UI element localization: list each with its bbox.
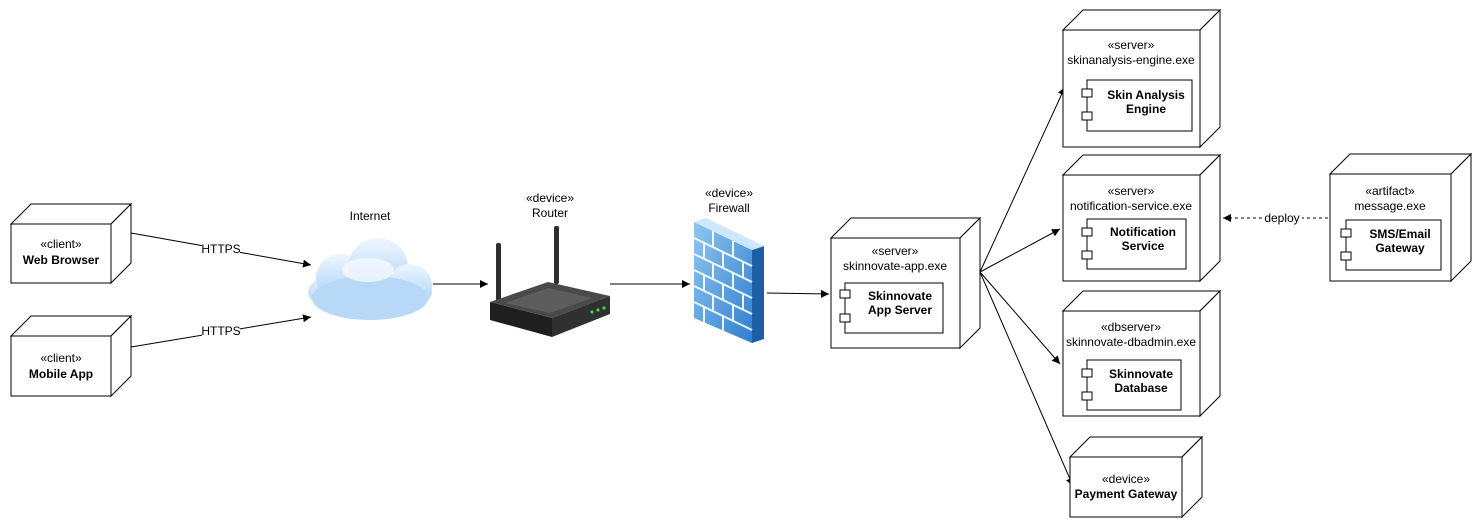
skin-engine-component[interactable]: Skin Analysis Engine [1081, 79, 1193, 132]
app-server-to-notification-edge [979, 228, 1061, 273]
component-icon [1081, 391, 1093, 401]
notification-name: notification-service.exe [1070, 199, 1192, 213]
mobile-app-node[interactable]: «client» Mobile App [9, 314, 133, 398]
dbserver-name: skinnovate-dbadmin.exe [1066, 335, 1196, 349]
https-label-bg [202, 325, 240, 337]
component-icon [1081, 250, 1093, 260]
skin-engine-component-line1: Skin Analysis [1107, 88, 1185, 102]
notification-service-node[interactable]: «server» notification-service.exe Notifi… [1061, 153, 1222, 283]
app-server-node[interactable]: «server» skinnovate-app.exe Skinnovate A… [829, 216, 982, 350]
component-icon [1081, 368, 1093, 378]
https-label-bg [202, 243, 240, 255]
notification-component[interactable]: Notification Service [1081, 218, 1187, 270]
notification-component-line1: Notification [1110, 225, 1176, 239]
app-server-to-dbserver-edge [979, 271, 1061, 365]
component-icon [839, 313, 851, 323]
internet-label: Internet [350, 209, 391, 223]
internet-cloud[interactable]: Internet [308, 209, 432, 320]
router-name: Router [532, 206, 568, 220]
app-server-name: skinnovate-app.exe [843, 259, 947, 273]
brick-wall-icon [693, 218, 764, 343]
component-icon [1081, 111, 1093, 121]
sms-email-component-line2: Gateway [1375, 241, 1425, 255]
payment-gateway-node[interactable]: «device» Payment Gateway [1068, 435, 1204, 519]
database-component[interactable]: Skinnovate Database [1081, 359, 1182, 411]
artifact-node[interactable]: «artifact» message.exe SMS/Email Gateway [1328, 152, 1473, 283]
deploy-label: deploy [1264, 211, 1299, 225]
component-icon [1340, 228, 1352, 238]
connectors: HTTPS HTTPS deploy [130, 86, 1328, 487]
app-server-to-skin-engine-edge [979, 86, 1066, 273]
component-icon [1081, 88, 1093, 98]
payment-name: Payment Gateway [1075, 487, 1178, 501]
component-icon [839, 289, 851, 299]
app-server-to-payment-edge [979, 271, 1074, 487]
skin-engine-stereotype: «server» [1108, 38, 1155, 52]
payment-stereotype: «device» [1102, 472, 1150, 486]
deploy-label-bg [1262, 211, 1302, 225]
web-browser-stereotype: «client» [40, 237, 82, 251]
app-server-component-line1: Skinnovate [868, 289, 932, 303]
component-icon [1081, 227, 1093, 237]
router-icon [490, 226, 610, 337]
artifact-name: message.exe [1354, 199, 1426, 213]
component-icon [1340, 251, 1352, 261]
app-server-component-line2: App Server [868, 303, 932, 317]
database-component-line2: Database [1114, 381, 1168, 395]
firewall-to-app-server-edge [766, 289, 830, 298]
notification-stereotype: «server» [1108, 184, 1155, 198]
app-server-component[interactable]: Skinnovate App Server [839, 282, 944, 334]
artifact-stereotype: «artifact» [1365, 184, 1415, 198]
cloud-icon [308, 238, 432, 320]
firewall-stereotype: «device» [705, 186, 753, 200]
web-https-label: HTTPS [201, 242, 240, 256]
database-component-line1: Skinnovate [1109, 367, 1173, 381]
sms-email-component-line1: SMS/Email [1369, 227, 1430, 241]
sms-email-gateway-component[interactable]: SMS/Email Gateway [1340, 219, 1442, 271]
skin-analysis-engine-node[interactable]: «server» skinanalysis-engine.exe Skin An… [1061, 8, 1222, 149]
firewall-node[interactable]: «device» Firewall [693, 186, 764, 343]
mobile-app-name: Mobile App [29, 367, 93, 381]
skin-engine-name: skinanalysis-engine.exe [1067, 53, 1195, 67]
dbserver-node[interactable]: «dbserver» skinnovate-dbadmin.exe Skinno… [1061, 289, 1222, 418]
mobile-app-stereotype: «client» [40, 351, 82, 365]
web-browser-name: Web Browser [23, 253, 100, 267]
router-node[interactable]: «device» Router [490, 191, 610, 337]
router-stereotype: «device» [526, 191, 574, 205]
app-server-stereotype: «server» [872, 244, 919, 258]
firewall-name: Firewall [708, 201, 749, 215]
mobile-https-label: HTTPS [201, 324, 240, 338]
web-browser-node[interactable]: «client» Web Browser [9, 202, 133, 285]
skin-engine-component-line2: Engine [1126, 102, 1166, 116]
notification-component-line2: Service [1122, 239, 1165, 253]
dbserver-stereotype: «dbserver» [1101, 320, 1161, 334]
